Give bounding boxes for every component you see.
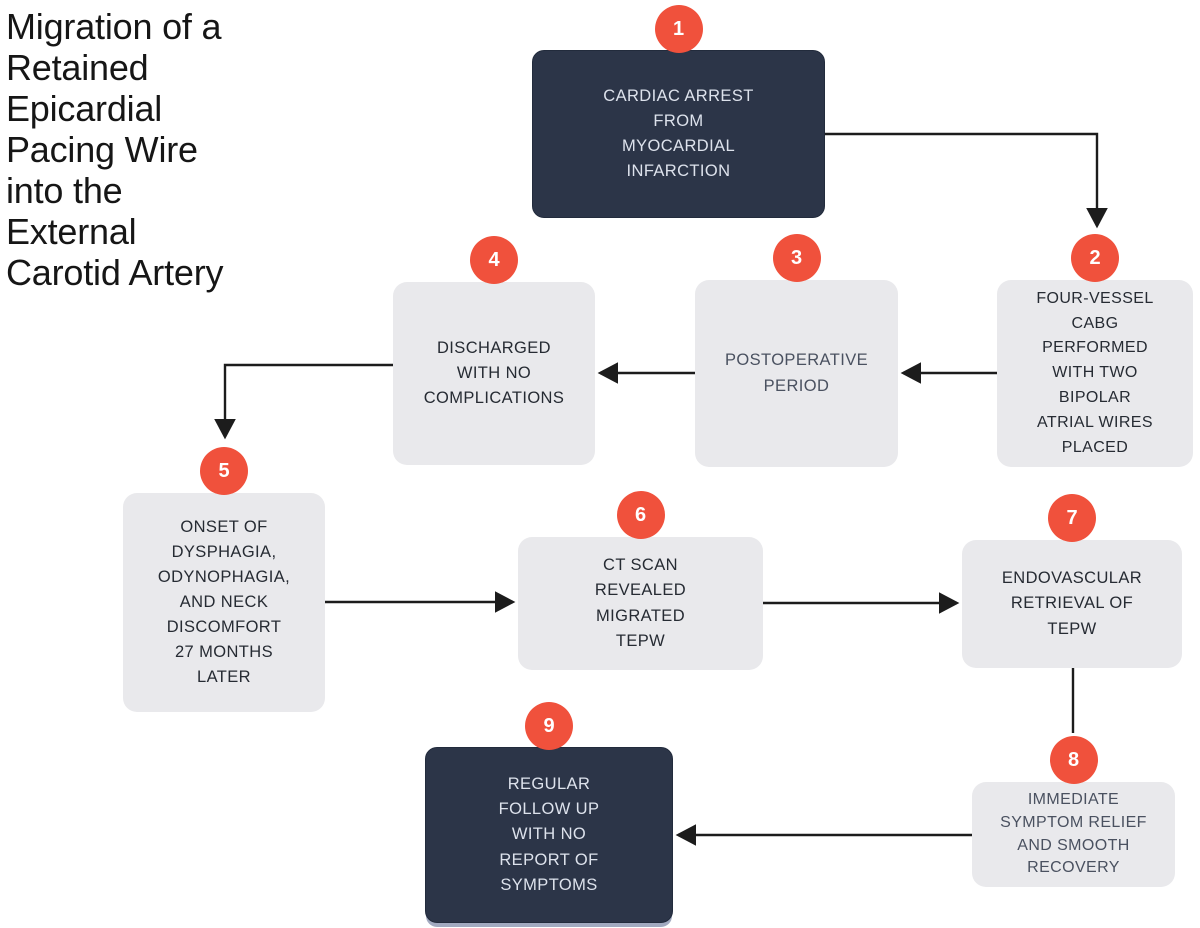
- step-4-number-badge: 4: [470, 236, 518, 284]
- step-2-number-badge: 2: [1071, 234, 1119, 282]
- step-3-number-badge: 3: [772, 234, 821, 282]
- step-6-number-badge: 6: [616, 491, 665, 539]
- step-9-box: 9 REGULAR FOLLOW UP WITH NO REPORT OF SY…: [425, 702, 673, 923]
- step-7-label: ENDOVASCULAR RETRIEVAL OF TEPW: [1001, 569, 1143, 638]
- step-5-label: ONSET OF DYSPHAGIA, ODYNOPHAGIA, AND NEC…: [157, 517, 291, 687]
- connector-1-2: [825, 132, 1108, 229]
- step-2-box: 2 FOUR-VESSEL CABG PERFORMED WITH TWO BI…: [997, 234, 1193, 467]
- step-7-number-badge: 7: [1048, 494, 1096, 542]
- page-title: Migration of a Retained Epicardial Pacin…: [6, 6, 224, 294]
- step-6-label: CT SCAN REVEALED MIGRATED TEPW: [594, 556, 687, 650]
- step-5-box: 5 ONSET OF DYSPHAGIA, ODYNOPHAGIA, AND N…: [123, 447, 325, 712]
- step-4-label: DISCHARGED WITH NO COMPLICATIONS: [423, 338, 565, 408]
- step-2-label: FOUR-VESSEL CABG PERFORMED WITH TWO BIPO…: [1036, 289, 1154, 456]
- step-3-label: POSTOPERATIVE PERIOD: [724, 351, 869, 395]
- step-1-number-badge: 1: [654, 5, 703, 53]
- step-8-number-badge: 8: [1049, 736, 1098, 784]
- step-3-box: 3 POSTOPERATIVE PERIOD: [695, 234, 898, 467]
- step-8-label: IMMEDIATE SYMPTOM RELIEF AND SMOOTH RECO…: [1000, 791, 1147, 877]
- step-5-number-badge: 5: [200, 447, 248, 495]
- step-4-box: 4 DISCHARGED WITH NO COMPLICATIONS: [393, 236, 595, 465]
- connector-4-5: [214, 363, 393, 440]
- step-9-label: REGULAR FOLLOW UP WITH NO REPORT OF SYMP…: [498, 775, 600, 894]
- step-1-box: 1 CARDIAC ARREST FROM MYOCARDIAL INFARCT…: [532, 5, 825, 218]
- step-9-number-badge: 9: [525, 702, 573, 750]
- step-8-box: 8 IMMEDIATE SYMPTOM RELIEF AND SMOOTH RE…: [972, 736, 1175, 887]
- step-6-box: 6 CT SCAN REVEALED MIGRATED TEPW: [518, 491, 763, 670]
- step-1-label: CARDIAC ARREST FROM MYOCARDIAL INFARCTIO…: [603, 86, 754, 181]
- step-7-box: 7 ENDOVASCULAR RETRIEVAL OF TEPW: [962, 494, 1182, 668]
